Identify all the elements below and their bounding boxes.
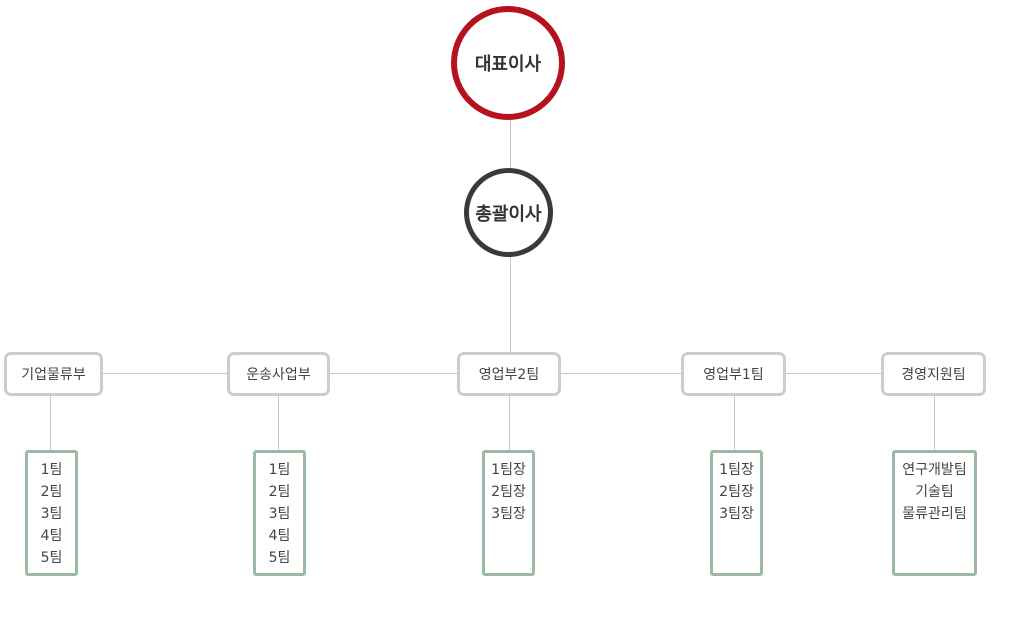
team-item: 1팀 [268,462,291,478]
general-manager-node: 총괄이사 [464,168,553,257]
team-item: 3팀장 [491,506,526,522]
team-item: 3팀 [40,506,63,522]
team-item: 물류관리팀 [902,506,967,522]
team-item: 2팀 [40,484,63,500]
connector-gm-departments [510,255,511,373]
team-item: 1팀장 [491,462,526,478]
dept-label: 영업부2팀 [478,367,540,383]
dept-sales-team-1: 영업부1팀 [681,352,786,396]
teams-corporate-logistics: 1팀 2팀 3팀 4팀 5팀 [25,450,78,576]
dept-sales-team-2: 영업부2팀 [457,352,561,396]
team-item: 4팀 [268,528,291,544]
dept-label: 운송사업부 [246,367,311,383]
teams-transport-business: 1팀 2팀 3팀 4팀 5팀 [253,450,306,576]
team-item: 5팀 [40,550,63,566]
teams-sales-team-1: 1팀장 2팀장 3팀장 [710,450,763,576]
team-item: 3팀장 [719,506,754,522]
connector-ceo-gm [510,118,511,170]
dept-transport-business: 운송사업부 [227,352,330,396]
team-item: 연구개발팀 [902,462,967,478]
team-item: 기술팀 [915,484,954,500]
connector-dept-5-teams [934,396,935,451]
connector-dept-4-teams [734,396,735,451]
general-manager-label: 총괄이사 [475,203,542,225]
team-item: 3팀 [268,506,291,522]
ceo-node: 대표이사 [451,6,565,120]
team-item: 2팀 [268,484,291,500]
team-item: 1팀 [40,462,63,478]
dept-corporate-logistics: 기업물류부 [4,352,103,396]
dept-label: 영업부1팀 [703,367,764,383]
connector-dept-2-teams [278,396,279,451]
connector-dept-3-teams [509,396,510,451]
dept-label: 경영지원팀 [901,367,966,383]
team-item: 2팀장 [719,484,754,500]
team-item: 2팀장 [491,484,526,500]
dept-management-support: 경영지원팀 [881,352,986,396]
team-item: 5팀 [268,550,291,566]
connector-dept-1-teams [50,396,51,451]
team-item: 4팀 [40,528,63,544]
team-item: 1팀장 [719,462,754,478]
ceo-label: 대표이사 [474,54,542,75]
dept-label: 기업물류부 [21,367,86,383]
teams-sales-team-2: 1팀장 2팀장 3팀장 [482,450,535,576]
teams-management-support: 연구개발팀 기술팀 물류관리팀 [892,450,977,576]
